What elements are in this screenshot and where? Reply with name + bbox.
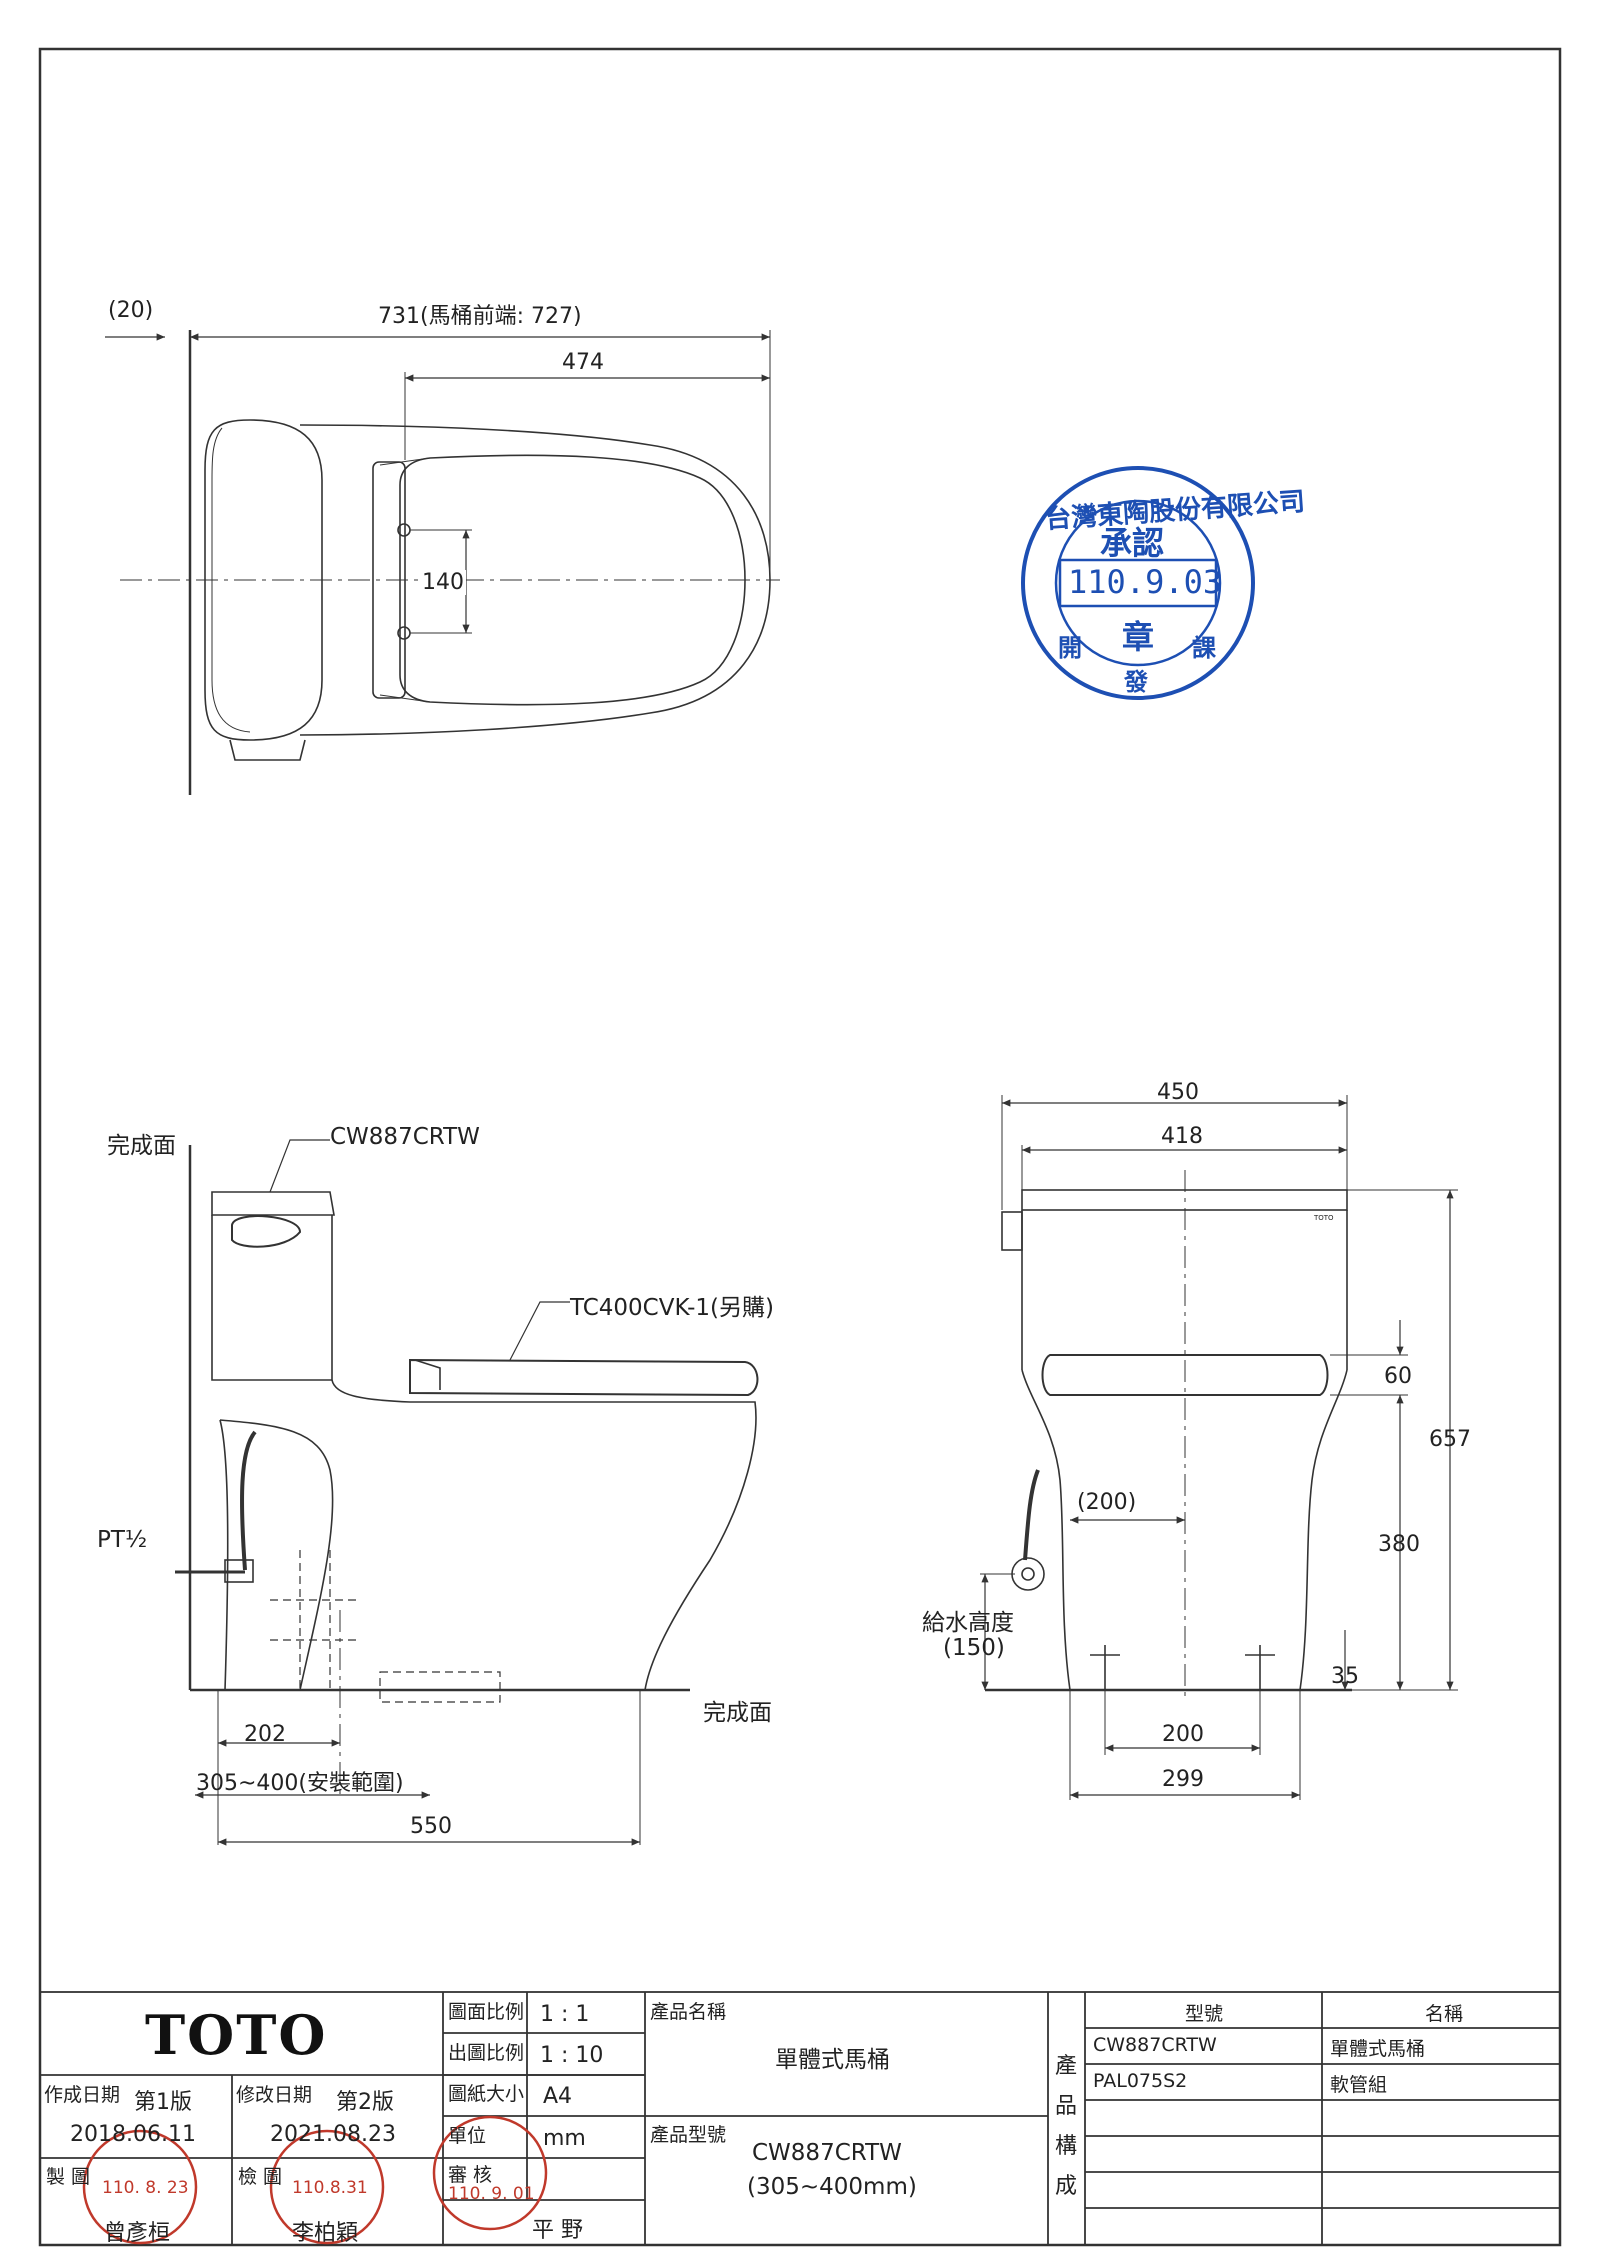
finish-face-wall: 完成面	[107, 1133, 176, 1159]
drawn-stamp: 110. 8. 23	[102, 2178, 189, 2198]
stamp-approve: 承認	[1100, 524, 1165, 562]
created-version: 第1版	[134, 2090, 192, 2115]
scale-label: 圖面比例	[448, 2001, 525, 2023]
side-tank	[211, 1191, 335, 1216]
paper-value: A4	[543, 2084, 573, 2109]
revised-version: 第2版	[336, 2090, 394, 2115]
top-view	[105, 330, 780, 795]
product-model: CW887CRTW	[752, 2140, 902, 2166]
model-callout: CW887CRTW	[330, 1124, 480, 1150]
bowl-outline	[299, 424, 771, 736]
dim-overall: 731(馬桶前端: 727)	[378, 304, 582, 329]
seat-outline	[399, 454, 746, 706]
print-scale-value: 1 : 10	[540, 2043, 604, 2068]
col-model-header: 型號	[1185, 2003, 1224, 2025]
checked-stamp: 110.8.31	[292, 2178, 368, 2198]
pipe-thread-label: PT½	[97, 1527, 148, 1553]
scale-value: 1 : 1	[540, 2002, 590, 2027]
reviewer-stamps	[82, 2115, 548, 2245]
side-body	[331, 1379, 757, 1691]
front-tank	[1021, 1189, 1348, 1211]
dim-200: 200	[1162, 1722, 1204, 1747]
part-name-1: 單體式馬桶	[1330, 2038, 1426, 2060]
part-model-2: PAL075S2	[1093, 2070, 1188, 2092]
dim-install-range: 305~400(安裝範圍)	[196, 1771, 404, 1796]
product-model-label: 產品型號	[650, 2124, 727, 2146]
dim-450: 450	[1157, 1080, 1199, 1105]
approved-name: 平 野	[532, 2218, 583, 2243]
front-seat	[1041, 1354, 1329, 1396]
front-pedestal	[1021, 1369, 1071, 1691]
approved-label: 審 核	[448, 2164, 493, 2186]
finish-face-floor: 完成面	[703, 1700, 772, 1726]
composition-label-3: 構	[1055, 2134, 1078, 2159]
col-name-header: 名稱	[1425, 2003, 1464, 2025]
drawn-label: 製 圖	[46, 2166, 91, 2188]
approval-stamp	[1021, 466, 1255, 700]
front-brand-mark: TOTO	[1314, 1214, 1334, 1222]
seat-callout: TC400CVK-1(另購)	[570, 1295, 775, 1321]
created-label: 作成日期	[44, 2084, 121, 2106]
print-scale-label: 出圖比例	[448, 2042, 525, 2064]
checked-label: 檢 圖	[238, 2166, 283, 2188]
dim-380: 380	[1378, 1532, 1420, 1557]
unit-label: 單位	[448, 2125, 487, 2147]
dim-200-paren: (200)	[1077, 1490, 1137, 1515]
paper-label: 圖紙大小	[448, 2083, 525, 2105]
product-name: 單體式馬桶	[775, 2047, 890, 2073]
part-name-2: 軟管組	[1330, 2074, 1388, 2096]
revised-label: 修改日期	[236, 2084, 313, 2106]
part-model-1: CW887CRTW	[1093, 2034, 1217, 2056]
dim-35: 35	[1331, 1664, 1359, 1689]
side-view	[175, 1139, 759, 1846]
stamp-dept-left: 開	[1058, 633, 1082, 662]
dim-299: 299	[1162, 1767, 1204, 1792]
product-name-label: 產品名稱	[650, 2001, 727, 2023]
title-block-grid	[39, 1991, 1561, 2246]
stamp-dept-right: 課	[1192, 633, 1216, 662]
dim-offset: (20)	[108, 298, 154, 323]
composition-label-1: 產	[1055, 2054, 1078, 2079]
dim-202: 202	[244, 1722, 286, 1747]
revised-date: 2021.08.23	[270, 2122, 396, 2147]
dim-holes: 140	[420, 570, 466, 595]
approved-stamp: 110. 9. 01	[448, 2184, 535, 2204]
unit-value: mm	[543, 2126, 586, 2151]
supply-height-value: (150)	[943, 1635, 1005, 1661]
dim-550: 550	[410, 1814, 452, 1839]
sheet-border	[38, 47, 1562, 2247]
stamp-dept-mid: 發	[1124, 667, 1148, 696]
side-seat	[409, 1358, 759, 1397]
stamp-date: 110.9.03	[1068, 563, 1223, 601]
toto-logo: TOTO	[145, 2003, 328, 2067]
tank-outline	[204, 419, 323, 741]
composition-label-4: 成	[1055, 2174, 1078, 2199]
supply-height-label: 給水高度	[922, 1610, 1014, 1636]
stamp-seal: 章	[1122, 618, 1155, 656]
product-model-range: (305~400mm)	[747, 2174, 917, 2200]
dim-60: 60	[1384, 1364, 1412, 1389]
drawn-name: 曾彥桓	[104, 2221, 171, 2246]
dim-657: 657	[1429, 1427, 1471, 1452]
front-view	[980, 1095, 1458, 1800]
dim-seat: 474	[562, 350, 604, 375]
created-date: 2018.06.11	[70, 2122, 196, 2147]
checked-name: 李柏穎	[292, 2221, 359, 2246]
composition-label-2: 品	[1055, 2094, 1078, 2119]
dim-418: 418	[1161, 1124, 1203, 1149]
